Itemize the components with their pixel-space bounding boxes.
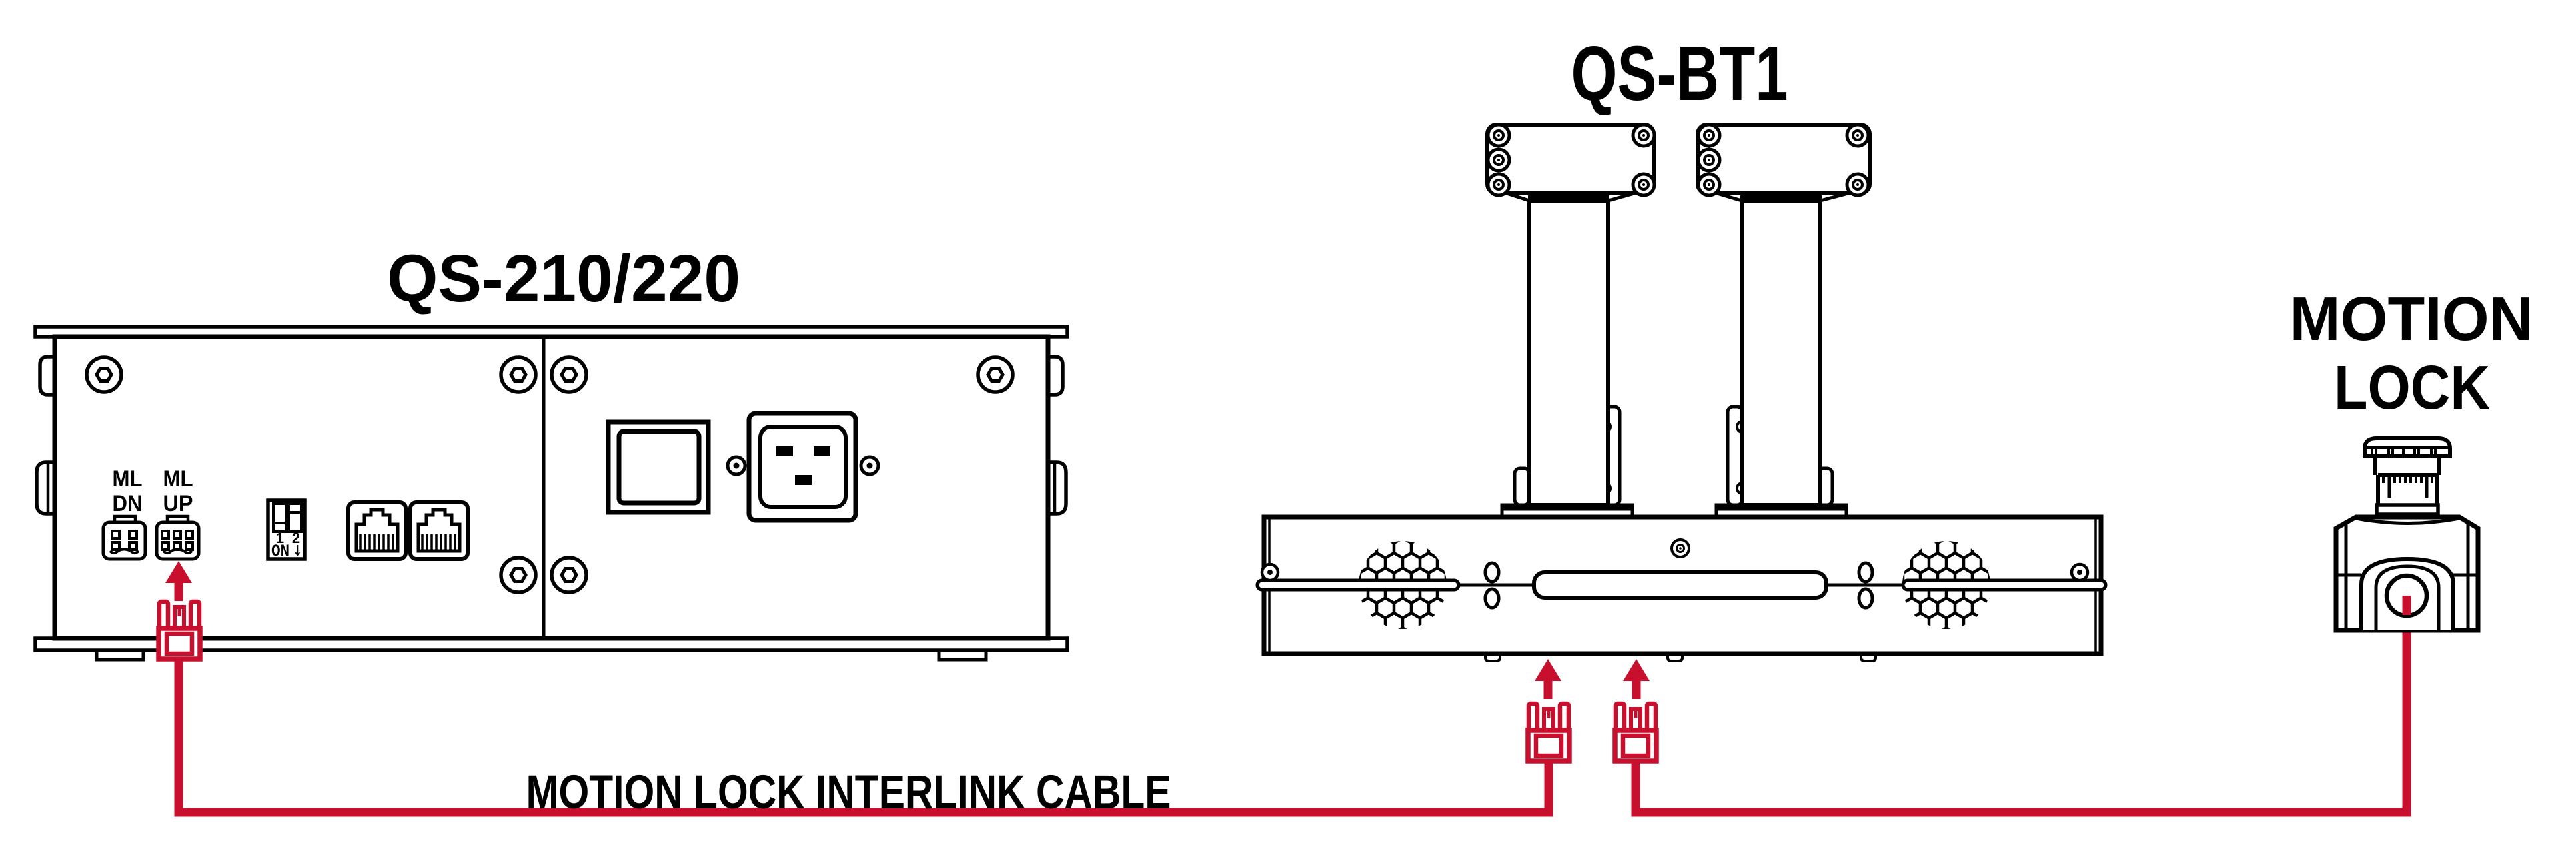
screw-icon: [2072, 564, 2088, 580]
screw-icon: [552, 357, 586, 392]
svg-text:ML: ML: [113, 466, 143, 492]
qs210-foot-left: [95, 648, 145, 662]
qs210-ear-right-top: [1048, 355, 1065, 397]
rail-slot-left: [1255, 578, 1461, 592]
bracket-plate-right: [1696, 123, 1872, 195]
screw-icon: [1488, 149, 1509, 171]
motion-lock-button: [2333, 436, 2481, 633]
screw-icon: [1633, 125, 1654, 146]
qs210-ear-left-bottom: [35, 460, 55, 516]
ethernet-port-1: [348, 502, 406, 559]
svg-text:1: 1: [276, 530, 284, 546]
screw-icon: [501, 357, 536, 392]
interlink-plug-icon: [1615, 704, 1656, 761]
qs210-foot-right: [937, 648, 988, 662]
qs210-body: [52, 334, 1051, 641]
svg-text:ON ↓: ON ↓: [271, 543, 302, 560]
screw-icon: [728, 457, 745, 474]
ml-dn-label: ML DN: [113, 466, 143, 516]
svg-text:2: 2: [292, 530, 300, 546]
svg-text:ML: ML: [163, 466, 193, 492]
screw-icon: [1633, 174, 1654, 195]
qs210-ear-left-top: [38, 355, 55, 397]
screw-icon: [1488, 174, 1509, 195]
ml-up-label: ML UP: [163, 466, 193, 516]
screw-icon: [1262, 564, 1278, 580]
power-switch: [606, 419, 711, 515]
svg-text:MOTION: MOTION: [2290, 284, 2533, 353]
screw-icon: [87, 357, 121, 392]
ml-up-port: [155, 514, 201, 561]
qs210-ear-right-bottom: [1048, 460, 1068, 516]
screw-icon: [501, 558, 536, 592]
screw-icon: [1847, 174, 1868, 195]
screw-icon: [1698, 174, 1720, 195]
ethernet-port-2: [410, 502, 468, 559]
interlink-plug-icon: [1528, 704, 1569, 761]
handle-slot: [1532, 570, 1828, 600]
qs210-title: QS-210/220: [387, 241, 740, 316]
interlink-cable: [174, 592, 2411, 817]
motion-lock-title: MOTION LOCK: [2290, 284, 2533, 422]
screw-icon: [1847, 125, 1868, 146]
lift-column-right: [1696, 123, 1872, 519]
screw-icon: [1670, 538, 1690, 558]
ml-dn-port: [101, 514, 147, 561]
screw-icon: [552, 558, 586, 592]
screw-icon: [1698, 125, 1720, 146]
qsbt1-device: [1255, 123, 2108, 662]
interlink-plug-icon: [159, 602, 200, 659]
lift-column-left: [1485, 123, 1656, 519]
screw-icon: [1698, 149, 1720, 171]
qs210-device: ML DN ML UP: [33, 325, 1069, 662]
svg-text:UP: UP: [163, 491, 193, 516]
power-inlet: [728, 411, 878, 523]
svg-text:DN: DN: [113, 491, 143, 516]
qsbt1-chassis: [1255, 514, 2108, 662]
cable-label: MOTION LOCK INTERLINK CABLE: [526, 766, 1171, 819]
bracket-plate-left: [1485, 123, 1656, 195]
dip-switch: 1 2 ON ↓: [266, 498, 307, 561]
screw-icon: [1488, 125, 1509, 146]
svg-text:LOCK: LOCK: [2334, 353, 2490, 422]
rail-slot-right: [1901, 578, 2108, 592]
qsbt1-title: QS-BT1: [1571, 30, 1788, 117]
screw-icon: [861, 457, 878, 474]
screw-icon: [978, 357, 1013, 392]
